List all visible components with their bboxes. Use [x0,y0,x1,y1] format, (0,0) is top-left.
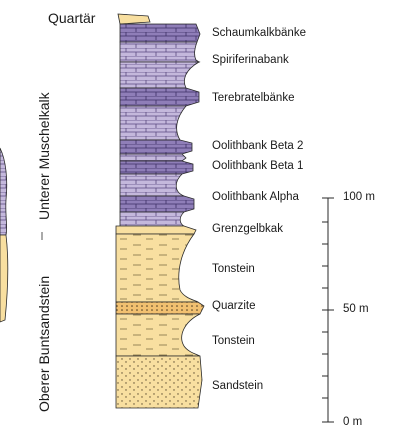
scale-label-0: 0 m [343,416,362,428]
layer-quarzite [116,302,204,314]
left-partial-column [0,148,8,322]
layer-label: Spiriferinabank [212,53,289,67]
scale-label-100: 100 m [343,191,375,203]
formation-label-muschelkalk: Unterer Muschelkalk [36,92,52,220]
layer-terebratel [120,88,199,106]
layer-basal-limestone [120,212,184,226]
layer-schaumkalk [120,24,200,42]
layer-label: Tonstein [212,334,255,348]
layer-sandstein [116,356,202,408]
layer-tonstein-lower [116,314,200,356]
layer-oolith-alpha [120,196,194,212]
layer-middle-limestone [120,106,186,140]
layer-label: Grenzgelbkak [212,222,283,236]
quaternary-layer [118,14,150,24]
layer-label: Oolithbank Beta 1 [212,159,303,173]
scale-label-50: 50 m [343,303,369,315]
layer-label: Terebratelbänke [212,91,294,105]
layer-label: Tonstein [212,262,255,276]
layer-upper-limestone [120,62,199,88]
layer-label: Quarzite [212,299,255,313]
layer-label: Sandstein [212,379,263,393]
layer-grenzgelbkalk [116,226,196,234]
layer-oolith-beta2 [120,140,192,154]
quaternary-label: Quartär [48,10,95,26]
layer-tonstein-upper [116,234,198,302]
layer-lower-limestone [120,174,184,196]
main-column [116,14,204,408]
layer-between-beta [120,154,186,161]
layer-spiriferina [120,42,199,62]
layer-oolith-beta1 [120,161,193,174]
layer-label: Oolithbank Beta 2 [212,139,303,153]
formation-label-buntsandstein: Oberer Buntsandstein [36,276,52,412]
layer-label: Oolithbank Alpha [212,190,299,204]
layer-label: Schaumkalkbänke [212,26,306,40]
scale-bar [322,198,334,422]
